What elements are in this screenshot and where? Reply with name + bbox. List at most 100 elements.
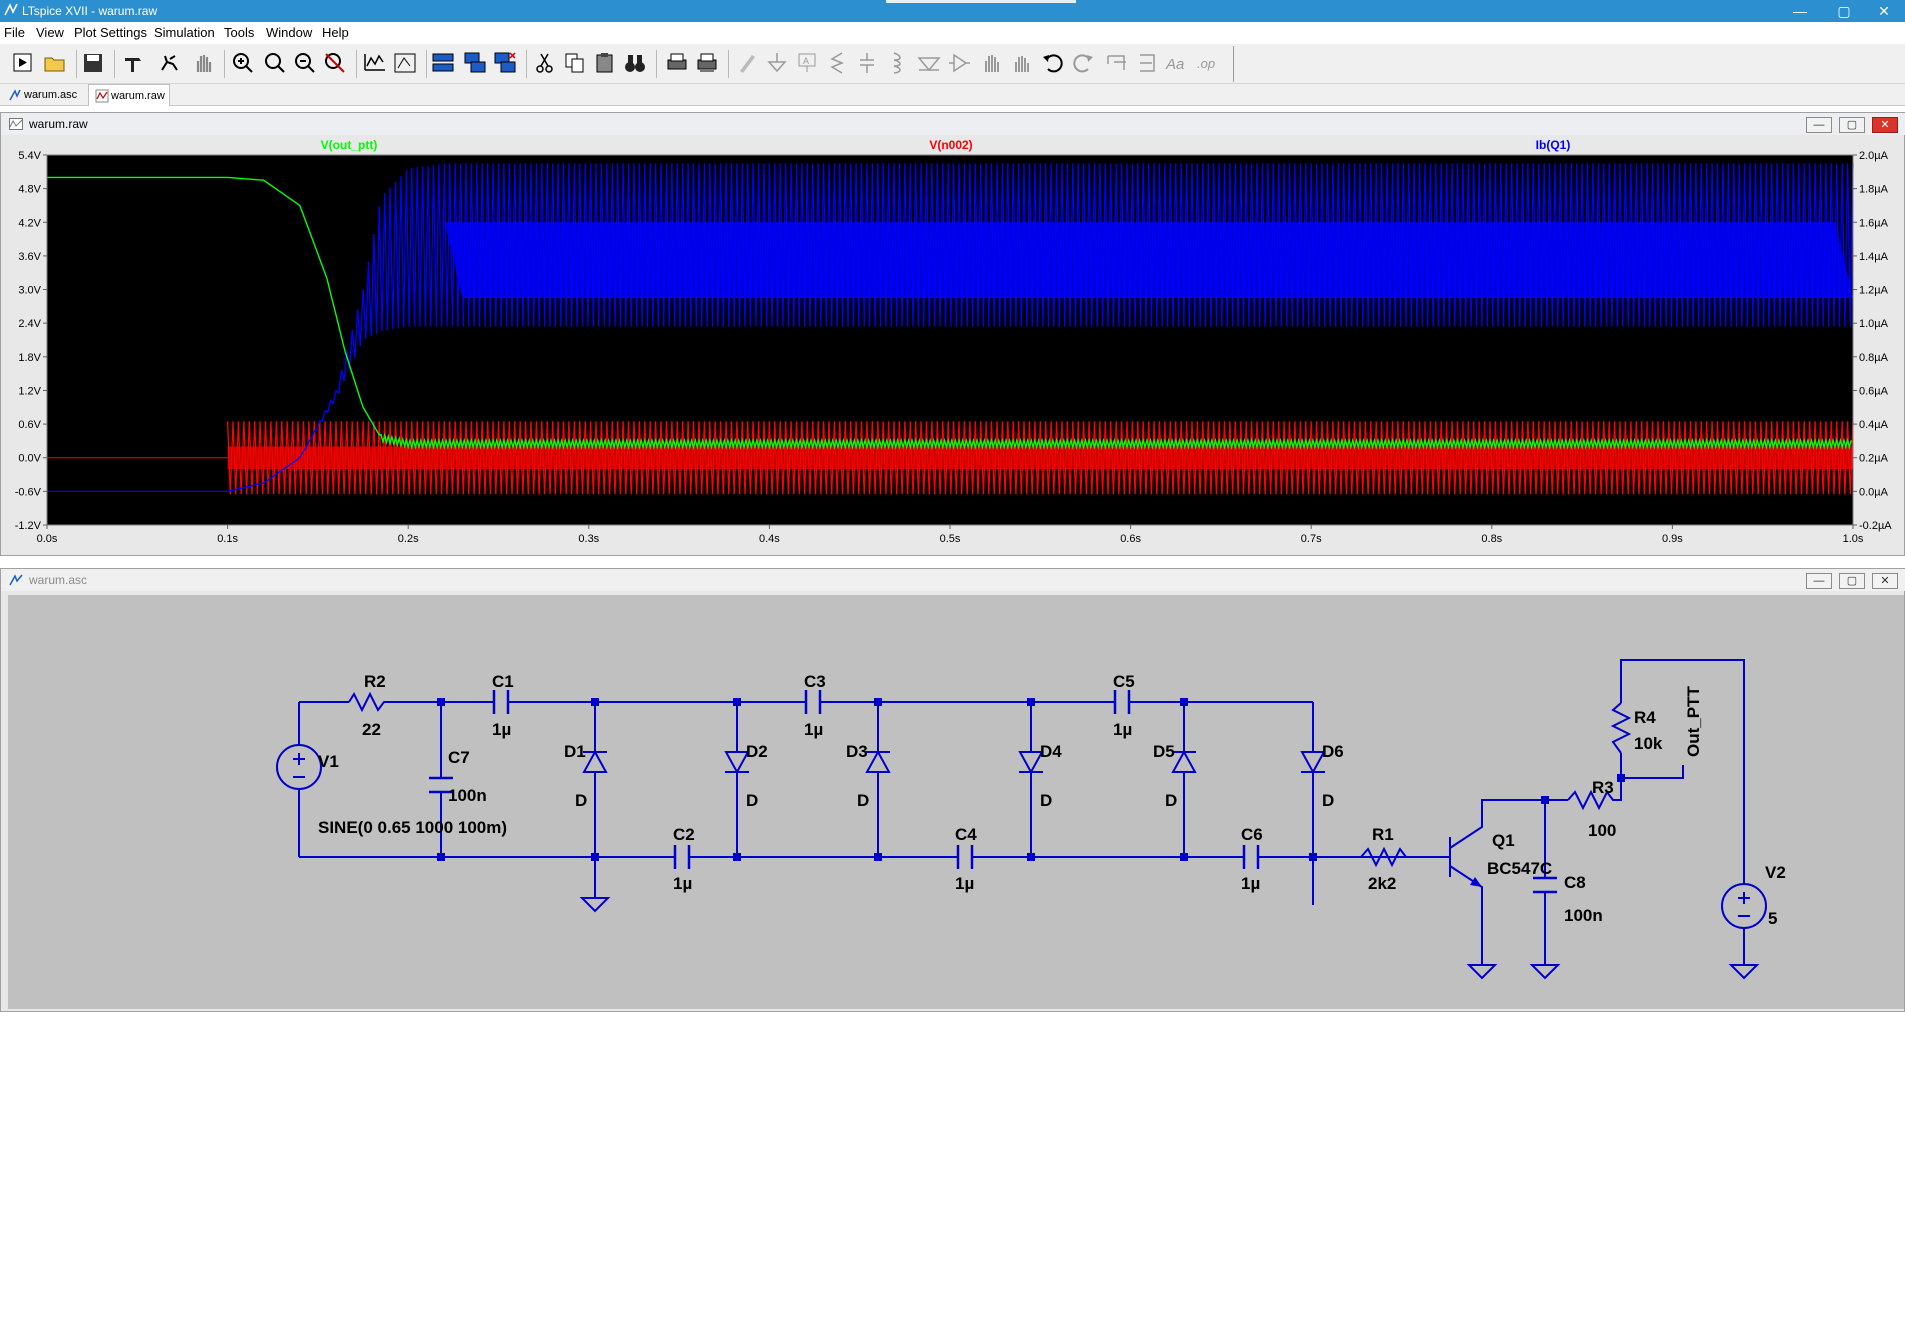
minimize-pane-button[interactable]: — xyxy=(1806,117,1832,133)
plot-legend: V(out_ptt) V(n002) Ib(Q1) xyxy=(321,138,1571,152)
legend-entry[interactable]: V(out_ptt) xyxy=(321,138,378,152)
restore-pane-button[interactable]: ▢ xyxy=(1839,117,1865,133)
restore-window-button[interactable]: ▢ xyxy=(1837,3,1851,19)
r2-name: R2 xyxy=(364,672,386,691)
tab-warum-raw[interactable]: warum.raw xyxy=(88,84,170,106)
diode-d6 xyxy=(1300,751,1326,775)
waveform-window-title: warum.raw xyxy=(29,117,88,131)
r3-name: R3 xyxy=(1592,778,1614,797)
junctions xyxy=(437,698,1625,861)
y-left-tick-label: 4.8V xyxy=(18,184,41,196)
title-highlight xyxy=(886,0,1076,3)
text-icon[interactable]: Aa xyxy=(1164,50,1190,76)
label-net-icon[interactable]: A xyxy=(794,50,820,76)
menu-window[interactable]: Window xyxy=(266,25,313,40)
run-icon[interactable] xyxy=(10,50,36,76)
svg-text:A: A xyxy=(803,56,809,66)
y-right-tick-label: 0.0µA xyxy=(1859,486,1889,498)
y-right-tick-label: 1.6µA xyxy=(1859,217,1889,229)
menu-file[interactable]: File xyxy=(4,25,25,40)
r4-name: R4 xyxy=(1634,708,1656,727)
close-pane-button[interactable]: ✕ xyxy=(1872,573,1898,589)
print-preview-icon[interactable] xyxy=(694,50,720,76)
halt-hand-icon[interactable] xyxy=(190,50,216,76)
x-tick-label: 1.0s xyxy=(1843,533,1864,545)
minimize-pane-button[interactable]: — xyxy=(1806,573,1832,589)
schematic-window: warum.asc — ▢ ✕ xyxy=(0,568,1905,1012)
x-tick-label: 0.1s xyxy=(217,533,238,545)
control-panel-hammer-icon[interactable] xyxy=(120,50,146,76)
minimize-window-button[interactable]: — xyxy=(1793,3,1807,19)
paste-icon[interactable] xyxy=(592,50,618,76)
save-icon[interactable] xyxy=(80,50,106,76)
rotate-icon[interactable] xyxy=(1104,50,1130,76)
plot-frame-icon[interactable] xyxy=(392,50,418,76)
cut-scissors-icon[interactable] xyxy=(532,50,558,76)
autorange-icon[interactable] xyxy=(362,50,388,76)
redo-icon[interactable] xyxy=(1070,50,1096,76)
close-window-button[interactable]: ✕ xyxy=(1878,3,1890,19)
menu-view[interactable]: View xyxy=(36,25,64,40)
toolbar-separator xyxy=(76,50,77,78)
toolbar-separator xyxy=(728,50,729,78)
place-ground-icon[interactable] xyxy=(764,50,790,76)
mirror-icon[interactable] xyxy=(1134,50,1160,76)
close-pane-button[interactable]: ✕ xyxy=(1872,117,1898,133)
copy-icon[interactable] xyxy=(562,50,588,76)
zoom-pan-icon[interactable] xyxy=(262,50,288,76)
menu-help[interactable]: Help xyxy=(322,25,349,40)
v1-value: SINE(0 0.65 1000 100m) xyxy=(318,818,507,837)
open-folder-icon[interactable] xyxy=(42,50,68,76)
zoom-out-icon[interactable] xyxy=(292,50,318,76)
r4-value: 10k xyxy=(1634,734,1663,753)
schematic-canvas[interactable]: R2 22 C1 1µ C3 1µ C5 1µ C2 1µ C4 1µ C6 1… xyxy=(8,595,1904,1009)
drag-hand-icon[interactable] xyxy=(1008,50,1034,76)
tab-label: warum.asc xyxy=(24,89,78,101)
menu-tools[interactable]: Tools xyxy=(224,25,255,40)
y-left-tick-label: 0.6V xyxy=(18,419,41,431)
d6-value: D xyxy=(1322,791,1334,810)
c2-name: C2 xyxy=(673,825,695,844)
c7-name: C7 xyxy=(448,748,470,767)
d5-name: D5 xyxy=(1153,742,1175,761)
resistor-r2 xyxy=(348,691,389,713)
schematic-window-header: warum.asc — ▢ ✕ xyxy=(1,569,1905,591)
place-capacitor-icon[interactable] xyxy=(854,50,880,76)
d1-value: D xyxy=(575,791,587,810)
tab-warum-asc[interactable]: warum.asc xyxy=(2,84,84,106)
y-left-tick-label: 5.4V xyxy=(18,150,41,162)
x-tick-label: 0.5s xyxy=(940,533,961,545)
tile-horizontal-icon[interactable] xyxy=(430,50,456,76)
resistor-r4 xyxy=(1610,702,1632,754)
zoom-fit-icon[interactable] xyxy=(322,50,348,76)
c6-value: 1µ xyxy=(1241,874,1260,893)
wires xyxy=(298,659,1745,965)
close-windows-icon[interactable] xyxy=(492,50,518,76)
restore-pane-button[interactable]: ▢ xyxy=(1839,573,1865,589)
trace-fill xyxy=(227,446,1854,469)
capacitor-c5 xyxy=(1113,690,1131,714)
run-simulation-icon[interactable] xyxy=(156,50,182,76)
r1-name: R1 xyxy=(1372,825,1394,844)
legend-entry[interactable]: V(n002) xyxy=(929,138,972,152)
title-bar: LTspice XVII - warum.raw — ▢ ✕ xyxy=(0,0,1905,22)
menu-plot-settings[interactable]: Plot Settings xyxy=(74,25,147,40)
place-resistor-icon[interactable] xyxy=(824,50,850,76)
legend-entry[interactable]: Ib(Q1) xyxy=(1536,138,1571,152)
zoom-in-icon[interactable] xyxy=(230,50,256,76)
place-inductor-icon[interactable] xyxy=(884,50,910,76)
y-left-tick-label: 4.2V xyxy=(18,217,41,229)
spice-directive-icon[interactable]: .op xyxy=(1196,50,1222,76)
find-binoculars-icon[interactable] xyxy=(622,50,648,76)
menu-simulation[interactable]: Simulation xyxy=(154,25,215,40)
toolbar-separator xyxy=(426,50,427,78)
draw-wire-pencil-icon[interactable] xyxy=(734,50,760,76)
move-hand-icon[interactable] xyxy=(978,50,1004,76)
source-v2 xyxy=(1721,883,1767,929)
place-component-icon[interactable] xyxy=(946,50,972,76)
undo-icon[interactable] xyxy=(1040,50,1066,76)
place-diode-icon[interactable] xyxy=(916,50,942,76)
print-icon[interactable] xyxy=(664,50,690,76)
cascade-windows-icon[interactable] xyxy=(462,50,488,76)
